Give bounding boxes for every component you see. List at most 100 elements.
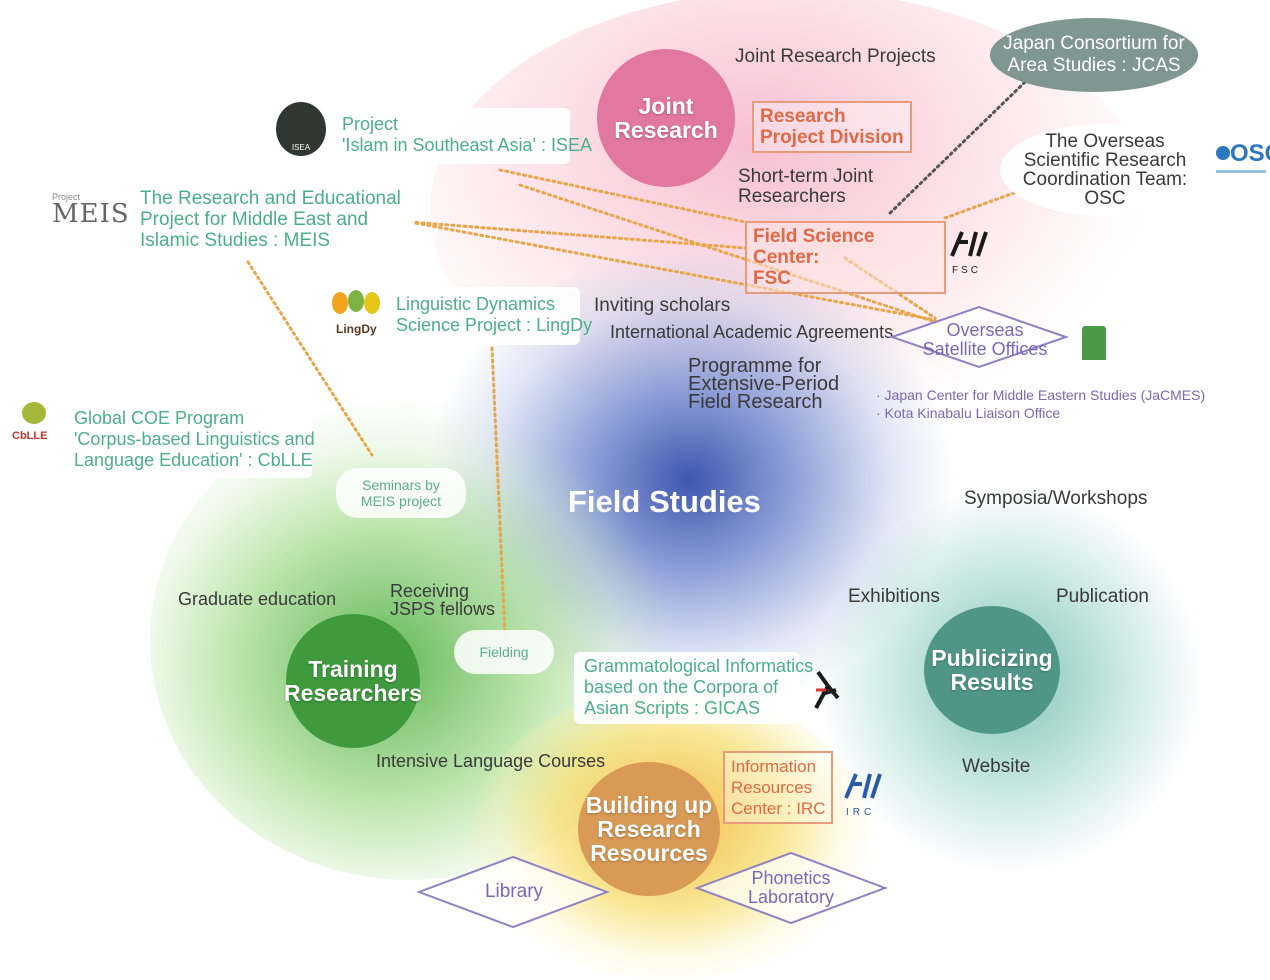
programme-label: Programme for Extensive-Period Field Res… (688, 355, 840, 413)
jsps-line1: Receiving (390, 581, 470, 601)
gicas-card (574, 652, 800, 724)
lingdy-label: Linguistic Dynamics Science Project : Li… (396, 294, 592, 336)
library-diamond (416, 855, 610, 929)
satellite-item-kota: · Kota Kinabalu Liaison Office (876, 405, 1061, 421)
field-studies-label: Field Studies (568, 484, 761, 519)
meis-logo: Project MEIS (52, 192, 130, 236)
programme-line1: Programme for (688, 355, 822, 377)
fielding-pill: Fielding (454, 630, 554, 674)
meis-label: The Research and Educational Project for… (140, 188, 401, 251)
lingdy-card (388, 287, 580, 345)
building-line2: Research (597, 816, 701, 842)
phonetics-diamond (694, 851, 888, 925)
short-term-line2: Researchers (738, 186, 846, 207)
intensive-language: Intensive Language Courses (376, 751, 606, 771)
fsc-logo-sub: FSC (952, 265, 981, 276)
publicizing-line1: Publicizing (931, 645, 1053, 671)
osc-label: The Overseas Scientific Research Coordin… (1000, 124, 1210, 216)
satellite-label: Overseas Satellite Offices (920, 321, 1050, 359)
seminars-line2: MEIS project (360, 493, 442, 509)
isea-line1: Project (342, 114, 399, 134)
gicas-line1: Grammatological Informatics (584, 656, 814, 676)
satellite-line2: Satellite Offices (922, 339, 1048, 359)
jsps-line2: JSPS fellows (390, 599, 496, 619)
meis-line2: Project for Middle East and (140, 209, 369, 230)
fsc-line1: Field Science Center: (753, 226, 875, 268)
osc-line2: Scientific Research (1023, 150, 1187, 171)
isea-label: Project 'Islam in Southeast Asia' : ISEA (342, 114, 592, 156)
lingdy-logo: LingDy (330, 290, 386, 340)
meis-logo-text: MEIS (52, 199, 130, 229)
graduate-education: Graduate education (178, 589, 337, 609)
gicas-logo (814, 670, 840, 709)
cblle-line1: Global COE Program (74, 408, 245, 428)
meis-line1: The Research and Educational (140, 188, 401, 209)
inviting-scholars: Inviting scholars (594, 295, 731, 316)
division-line1: Research (760, 106, 846, 127)
phonetics-label: Phonetics Laboratory (730, 869, 852, 907)
programme-line2: Extensive-Period (688, 373, 840, 395)
lingdy-logo-text: LingDy (336, 322, 377, 336)
isea-line2: 'Islam in Southeast Asia' : ISEA (342, 135, 592, 155)
lingdy-line2: Science Project : LingDy (396, 315, 593, 335)
training-line1: Training (308, 656, 398, 682)
irc-logo-mark (844, 773, 882, 799)
cblle-logo-text: CbLLE (12, 430, 48, 442)
building-line1: Building up (585, 792, 713, 818)
irc-line1: Information (731, 757, 817, 776)
isea-card (334, 108, 570, 164)
joint-research-circle: Joint Research (597, 49, 735, 187)
fsc-logo: FSC (948, 228, 994, 276)
publicizing-results-circle: Publicizing Results (924, 606, 1060, 734)
cblle-card (64, 402, 312, 478)
jsps-fellows: Receiving JSPS fellows (390, 582, 495, 618)
satellite-logo (1082, 326, 1106, 360)
cblle-line2: 'Corpus-based Linguistics and (74, 429, 315, 449)
joint-research-line1: Joint (638, 93, 694, 119)
short-term-line1: Short-term Joint (738, 166, 874, 187)
isea-logo-text: ISEA (291, 143, 311, 152)
cblle-label: Global COE Program 'Corpus-based Linguis… (74, 408, 315, 471)
cblle-line3: Language Education' : CbLLE (74, 450, 313, 470)
irc-line2: Resources (731, 778, 813, 797)
osc-logo: OSC (1214, 140, 1270, 180)
jcas-line1: Japan Consortium for (1003, 33, 1185, 54)
library-label: Library (484, 881, 544, 902)
meis-logo-small: Project (52, 192, 81, 202)
building-line3: Resources (590, 840, 708, 866)
seminars-line1: Seminars by (362, 477, 440, 493)
isea-logo: ISEA (276, 102, 326, 156)
osc-line1: The Overseas (1045, 131, 1165, 152)
satellite-diamond (888, 305, 1070, 369)
osc-line3: Coordination Team: (1022, 169, 1188, 190)
international-agreements: International Academic Agreements (610, 322, 894, 342)
jcas-line2: Area Studies : JCAS (1007, 55, 1181, 76)
irc-line3: Center : IRC (731, 799, 826, 818)
publicizing-line2: Results (950, 669, 1034, 695)
cblle-logo: CbLLE (10, 402, 58, 454)
gicas-line3: Asian Scripts : GICAS (584, 698, 761, 718)
gicas-line2: based on the Corpora of (584, 677, 779, 697)
symposia-workshops: Symposia/Workshops (964, 488, 1148, 509)
meis-line3: Islamic Studies : MEIS (140, 230, 331, 251)
seminars-pill: Seminars by MEIS project (336, 468, 466, 518)
lingdy-line1: Linguistic Dynamics (396, 294, 556, 314)
exhibitions: Exhibitions (848, 586, 940, 607)
research-project-division-box: Research Project Division (752, 101, 912, 153)
jcas-oval: Japan Consortium for Area Studies : JCAS (990, 18, 1198, 92)
osc-line4: OSC (1084, 188, 1126, 209)
satellite-item-jacmes: · Japan Center for Middle Eastern Studie… (876, 387, 1206, 403)
irc-logo-sub: IRC (846, 807, 876, 818)
website: Website (962, 756, 1031, 777)
fsc-box: Field Science Center: FSC (745, 221, 946, 294)
meis-card (130, 182, 414, 260)
building-resources-circle: Building up Research Resources (578, 762, 720, 896)
phonetics-line1: Phonetics (751, 868, 831, 888)
irc-logo: IRC (842, 770, 886, 818)
osc-logo-text: OSC (1230, 140, 1270, 167)
satellite-line1: Overseas (946, 320, 1024, 340)
programme-line3: Field Research (688, 391, 823, 413)
short-term-researchers: Short-term Joint Researchers (738, 167, 873, 207)
fsc-logo-mark (950, 231, 988, 257)
